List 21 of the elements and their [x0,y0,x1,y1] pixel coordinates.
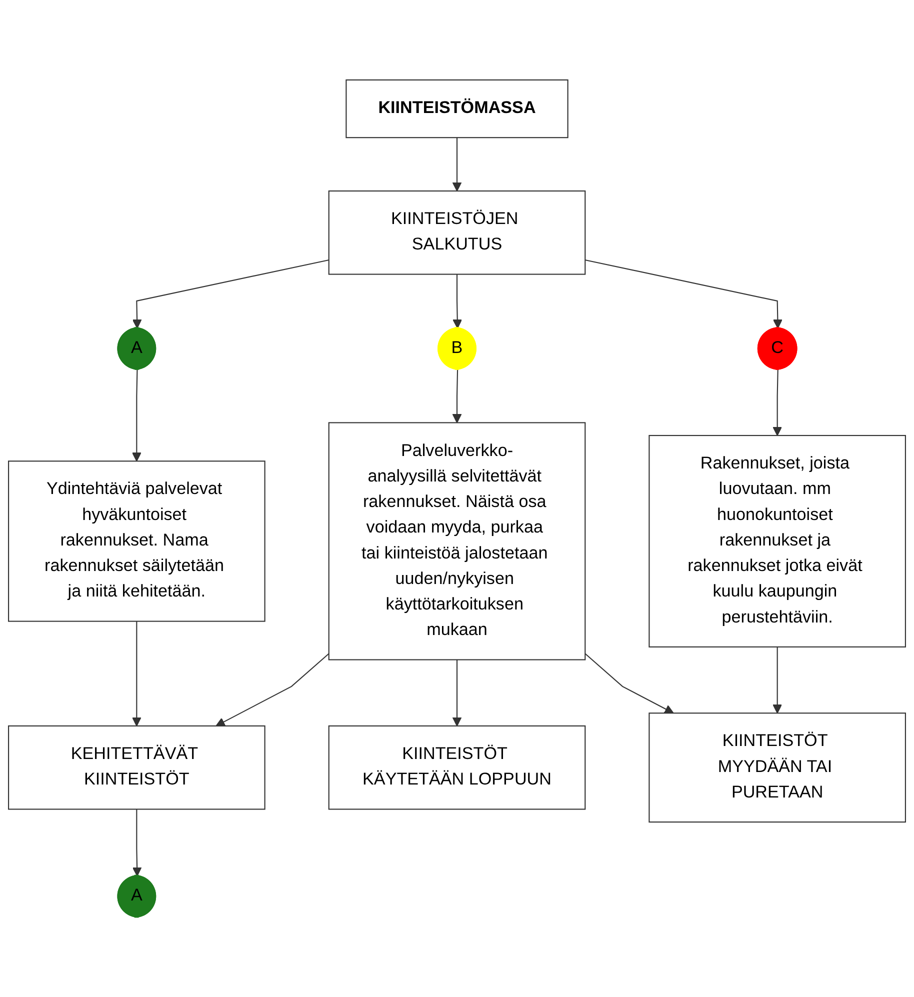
arrow [452,660,462,726]
arrow [132,370,142,462]
node-box: Palveluverkko-analyysillä selvitettävät rakennukset. Näistä osa voidaan myyda, purkaa tai kiinteistöä jalostetaan uuden/nykyisen käyttötarkoituksen mukaan [328,422,586,660]
node-box: KIINTEISTÖJEN SALKUTUS [328,190,586,275]
node-box: KIINTEISTÖT MYYDÄÄN TAI PURETAAN [648,712,906,823]
arrow [216,653,330,726]
node-box: KIINTEISTÖMASSA [346,79,568,138]
node-box: Rakennukset, joista luovutaan. mm huonokuntoiset rakennukset ja rakennukset jotka eivät kuulu kaupungin perustehtäviin. [648,434,906,648]
node-box: KEHITETTÄVÄT KIINTEISTÖT [8,725,266,810]
node-box: Ydintehtäviä palvelevat hyväkuntoiset rakennukset. Nama rakennukset säilytetään ja niitä kehitetään. [8,460,266,622]
arrow [585,259,782,329]
arrow [584,653,674,714]
arrow [452,274,462,329]
arrow [452,138,462,192]
arrow [132,809,142,876]
node-box: KIINTEISTÖT KÄYTETÄÄN LOPPUUN [328,725,586,810]
arrow [772,370,782,436]
arrow [772,646,782,714]
arrow [452,370,462,424]
arrow [132,259,329,329]
arrow [132,621,142,726]
